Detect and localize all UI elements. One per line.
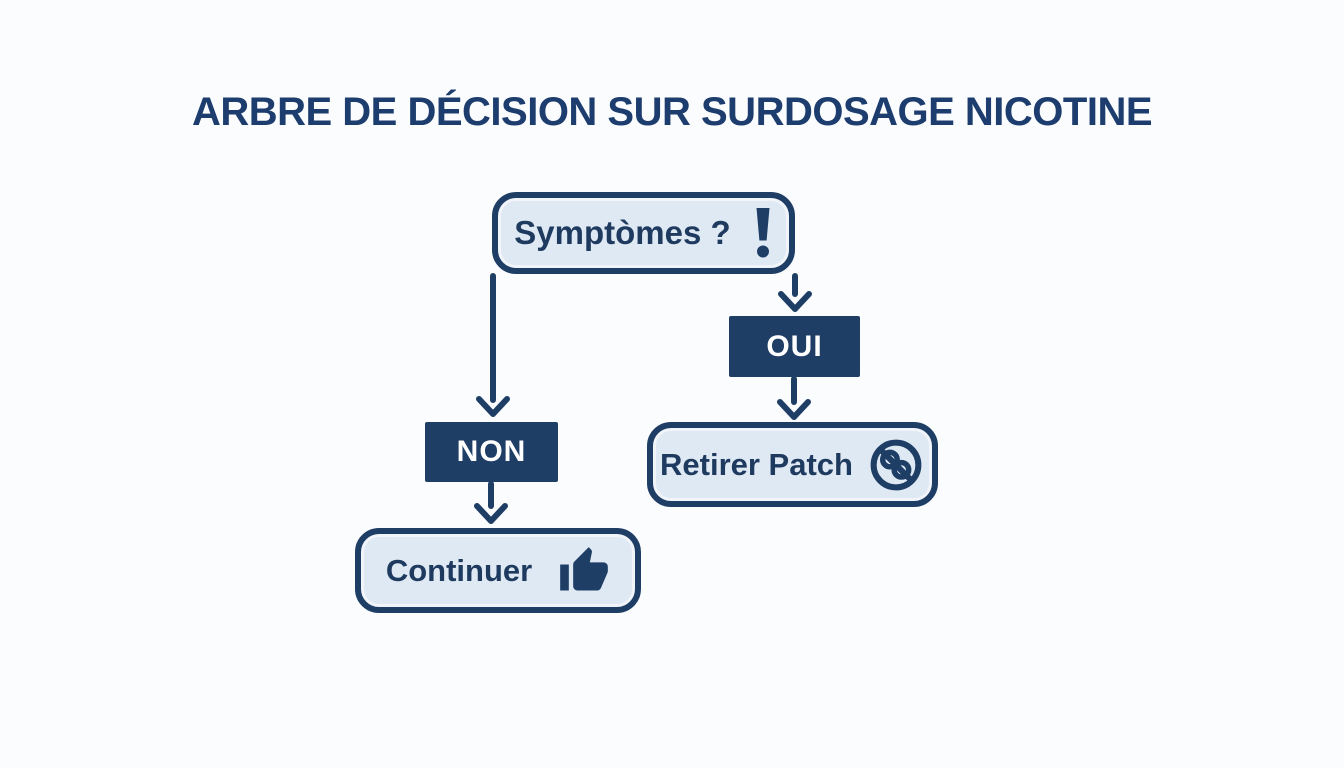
node-symptomes-label: Symptòmes ? (514, 214, 731, 251)
arrowhead-non (476, 396, 510, 417)
no-patch-icon (867, 436, 925, 494)
node-oui-label: OUI (766, 329, 823, 363)
node-continuer-label: Continuer (385, 552, 533, 588)
exclamation-icon (753, 208, 773, 258)
node-non: NON (425, 422, 558, 482)
node-retirer-patch: Retirer Patch (647, 422, 938, 507)
arrowhead-remove (777, 399, 811, 420)
arrowhead-continue (474, 503, 508, 524)
page-title: ARBRE DE DÉCISION SUR SURDOSAGE NICOTINE (191, 90, 1153, 134)
node-retirer-patch-label: Retirer Patch (660, 446, 853, 482)
arrowhead-oui (778, 291, 812, 312)
node-symptomes: Symptòmes ? (492, 192, 795, 274)
node-continuer: Continuer (355, 528, 641, 613)
node-non-label: NON (456, 435, 527, 468)
thumbs-up-icon (558, 545, 610, 597)
node-oui: OUI (729, 316, 860, 377)
